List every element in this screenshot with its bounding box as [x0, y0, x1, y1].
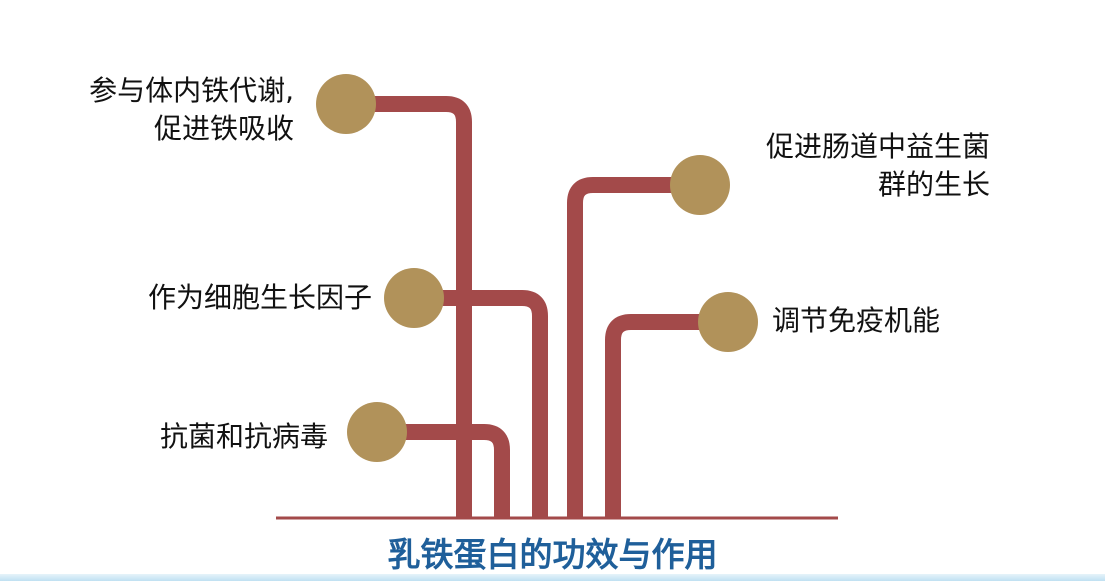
label-immune-regulation-line1: 调节免疫机能 [772, 304, 941, 337]
branch-growth-factor [414, 290, 548, 518]
branch-gut-flora [567, 177, 700, 518]
node-gut-flora [670, 155, 730, 215]
branch-immune-regulation [605, 314, 728, 518]
label-gut-flora: 促进肠道中益生菌 群的生长 [730, 128, 990, 204]
label-antibacterial-antiviral: 抗菌和抗病毒 [80, 418, 328, 456]
label-gut-flora-line2: 群的生长 [877, 168, 990, 201]
label-antibacterial-antiviral-line1: 抗菌和抗病毒 [159, 420, 328, 453]
branch-iron-metabolism [346, 96, 472, 518]
label-gut-flora-line1: 促进肠道中益生菌 [765, 130, 990, 163]
label-growth-factor-line1: 作为细胞生长因子 [147, 281, 372, 314]
bottom-decorative-band [0, 574, 1105, 581]
branch-antibacterial-antiviral [377, 424, 510, 518]
node-growth-factor [384, 268, 444, 328]
label-iron-metabolism-line1: 参与体内铁代谢, [89, 74, 294, 107]
label-iron-metabolism: 参与体内铁代谢, 促进铁吸收 [30, 72, 294, 148]
node-antibacterial-antiviral [347, 402, 407, 462]
diagram-title: 乳铁蛋白的功效与作用 [387, 535, 718, 574]
label-growth-factor: 作为细胞生长因子 [60, 279, 372, 317]
node-iron-metabolism [316, 74, 376, 134]
label-immune-regulation: 调节免疫机能 [772, 302, 1072, 340]
node-immune-regulation [698, 292, 758, 352]
label-iron-metabolism-line2: 促进铁吸收 [153, 112, 294, 145]
